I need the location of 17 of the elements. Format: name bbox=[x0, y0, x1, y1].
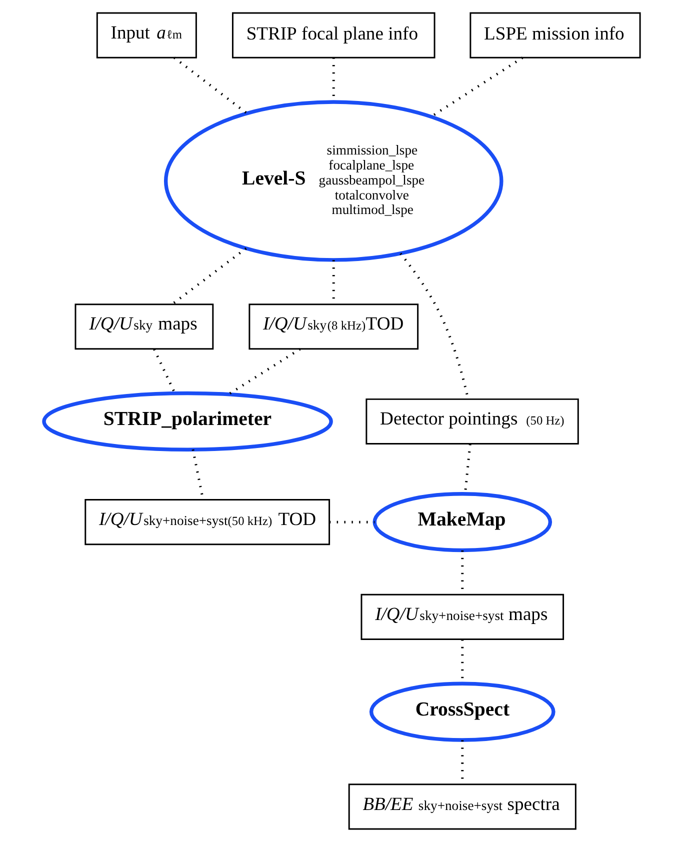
node-box: BB/EE sky+noise+syst spectra bbox=[348, 784, 576, 830]
connector bbox=[171, 247, 247, 306]
connector bbox=[228, 348, 301, 396]
connector bbox=[153, 348, 176, 394]
node-ellipse: STRIP_polarimeter bbox=[42, 391, 333, 452]
node-box: I/Q/Usky+noise+syst maps bbox=[360, 594, 564, 640]
node-box: I/Q/Usky(8 kHz)TOD bbox=[248, 304, 419, 350]
node-ellipse: MakeMap bbox=[372, 492, 552, 552]
node-box: I/Q/Usky maps bbox=[74, 304, 214, 350]
node-ellipse: CrossSpect bbox=[369, 682, 556, 742]
node-box: Input aℓm bbox=[96, 12, 197, 58]
node-box: I/Q/Usky+noise+syst(50 kHz) TOD bbox=[84, 499, 330, 546]
node-box: Detector pointings (50 Hz) bbox=[366, 398, 579, 444]
connector bbox=[174, 56, 248, 114]
node-box: LSPE mission info bbox=[470, 12, 641, 58]
connector bbox=[430, 56, 524, 118]
node-box: STRIP focal plane info bbox=[232, 12, 436, 58]
